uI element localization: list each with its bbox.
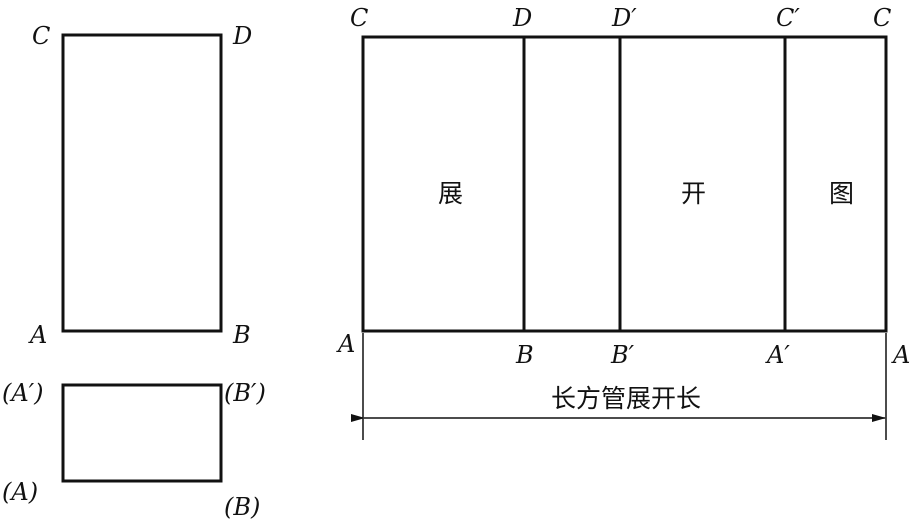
top-view: (A′) (B′) (A) (B) (2, 379, 266, 521)
top-label-top-right: (B′) (224, 379, 266, 407)
dev-bottom-label-b-prime: B′ (610, 341, 635, 369)
dev-top-label-c-right: C (873, 4, 891, 32)
front-label-top-right: D (232, 22, 252, 50)
dimension-annotation: 长方管展开长 (351, 333, 887, 440)
dev-top-label-c-prime: C′ (776, 4, 800, 32)
dimension-label: 长方管展开长 (551, 384, 701, 413)
front-label-bottom-left: A (28, 321, 47, 349)
development-outline (361, 35, 888, 333)
dev-bottom-label-a-prime: A′ (765, 341, 790, 369)
top-label-top-left: (A′) (2, 379, 44, 407)
dev-top-label-d: D (512, 4, 532, 32)
front-view: C D A B (28, 22, 252, 349)
panel-text-kai: 开 (681, 179, 706, 208)
front-view-rect (61, 33, 223, 333)
front-label-bottom-right: B (232, 321, 251, 349)
development-pattern: C D D′ C′ C A B B′ A′ A 展 开 图 (336, 4, 910, 369)
top-label-bottom-right: (B) (224, 493, 260, 521)
dev-bottom-label-b: B (515, 341, 534, 369)
dev-top-label-c-left: C (350, 4, 368, 32)
panel-text-zhan: 展 (438, 179, 463, 208)
dev-bottom-label-a-left: A (336, 330, 355, 358)
top-label-bottom-left: (A) (2, 478, 38, 506)
dev-bottom-label-a-right: A (891, 341, 910, 369)
top-view-rect (61, 383, 223, 483)
dev-top-label-d-prime: D′ (611, 4, 637, 32)
front-label-top-left: C (32, 22, 50, 50)
panel-text-tu: 图 (829, 179, 854, 208)
